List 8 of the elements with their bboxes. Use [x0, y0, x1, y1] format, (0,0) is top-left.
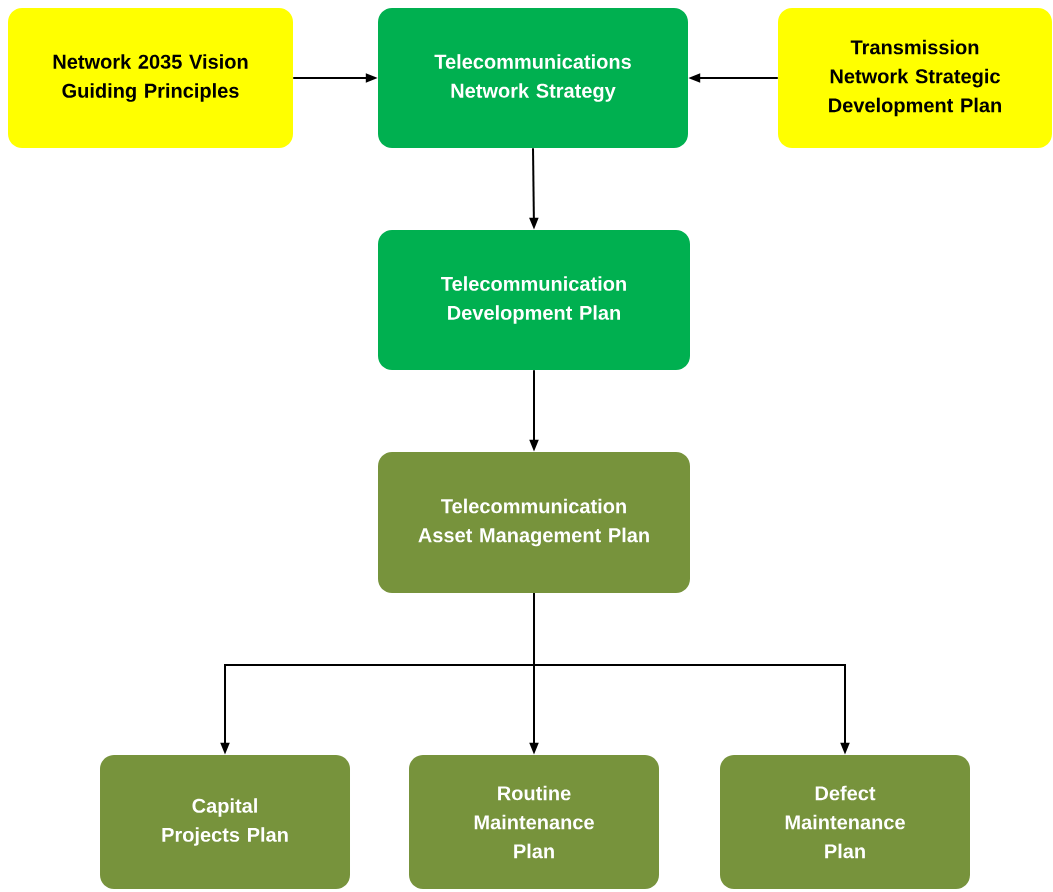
- process-box: Routine Maintenance Plan: [409, 755, 659, 889]
- process-box: Network 2035 Vision Guiding Principles: [8, 8, 293, 148]
- process-box: Telecommunications Network Strategy: [378, 8, 688, 148]
- process-box: Transmission Network Strategic Development Plan: [778, 8, 1052, 148]
- process-box: Telecommunication Asset Management Plan: [378, 452, 690, 593]
- process-box: Capital Projects Plan: [100, 755, 350, 889]
- process-box: Defect Maintenance Plan: [720, 755, 970, 889]
- process-box: Telecommunication Development Plan: [378, 230, 690, 370]
